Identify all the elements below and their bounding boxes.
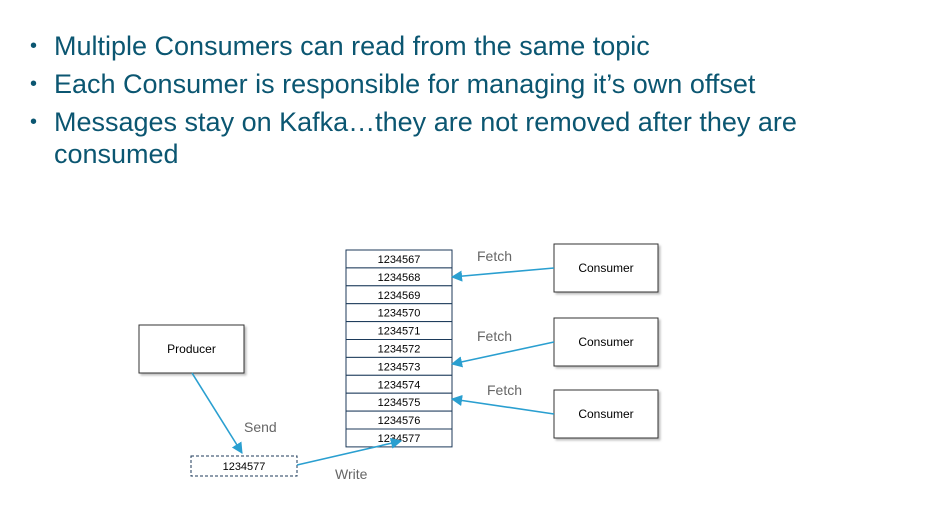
write-label: Write	[335, 466, 368, 482]
log-cell-label: 1234572	[378, 344, 421, 356]
log-cell: 1234571	[345, 321, 453, 341]
log-cell: 1234577	[345, 428, 453, 448]
bullet-text: Messages stay on Kafka…they are not remo…	[54, 107, 797, 169]
bullet-list: • Multiple Consumers can read from the sa…	[30, 30, 910, 176]
bullet-item: • Each Consumer is responsible for managi…	[30, 68, 910, 100]
consumer-box: Consumer	[553, 389, 659, 439]
bullet-item: • Messages stay on Kafka…they are not rem…	[30, 106, 910, 170]
log-cell-label: 1234574	[378, 379, 421, 391]
fetch-arrow	[450, 341, 555, 368]
fetch-arrow	[450, 267, 555, 282]
write-arrow	[296, 437, 403, 466]
log-cell-label: 1234570	[378, 308, 421, 320]
pending-message-box: 1234577	[190, 455, 298, 477]
log-cell-label: 1234573	[378, 361, 421, 373]
consumer-label: Consumer	[578, 407, 633, 421]
log-cell: 1234570	[345, 303, 453, 323]
log-cell: 1234575	[345, 392, 453, 412]
fetch-arrow	[450, 394, 555, 415]
log-cell: 1234569	[345, 285, 453, 305]
bullet-dot: •	[30, 73, 38, 95]
fetch-label: Fetch	[477, 328, 512, 344]
log-cell: 1234572	[345, 339, 453, 358]
bullet-dot: •	[30, 111, 38, 133]
bullet-item: • Multiple Consumers can read from the sa…	[30, 30, 910, 62]
log-cell: 1234576	[345, 410, 453, 430]
log-cell-label: 1234568	[378, 272, 421, 284]
bullet-text: Multiple Consumers can read from the sam…	[54, 31, 650, 61]
log-cell: 1234567	[345, 249, 453, 269]
log-cell: 1234568	[345, 267, 453, 287]
log-cell: 1234573	[345, 356, 453, 376]
bullet-dot: •	[30, 35, 38, 57]
consumer-label: Consumer	[578, 335, 633, 349]
topic-log: 1234567 1234568 1234569 1234570 1234571 12345…	[345, 249, 453, 448]
producer-label: Producer	[167, 342, 216, 356]
producer-box: Producer	[138, 324, 245, 374]
consumer-box: Consumer	[553, 243, 659, 293]
consumer-box: Consumer	[553, 317, 659, 367]
log-cell-label: 1234569	[378, 290, 421, 302]
consumer-label: Consumer	[578, 261, 633, 275]
fetch-label: Fetch	[477, 248, 512, 264]
send-arrow	[191, 372, 243, 454]
pending-message-label: 1234577	[223, 461, 266, 473]
log-cell-label: 1234567	[378, 254, 421, 266]
bullet-text: Each Consumer is responsible for managin…	[54, 69, 756, 99]
fetch-label: Fetch	[487, 382, 522, 398]
log-cell-label: 1234576	[378, 415, 421, 427]
send-label: Send	[244, 419, 277, 435]
log-cell: 1234574	[345, 374, 453, 394]
log-cell-label: 1234577	[378, 433, 421, 445]
log-cell-label: 1234571	[378, 326, 421, 338]
log-cell-label: 1234575	[378, 397, 421, 409]
